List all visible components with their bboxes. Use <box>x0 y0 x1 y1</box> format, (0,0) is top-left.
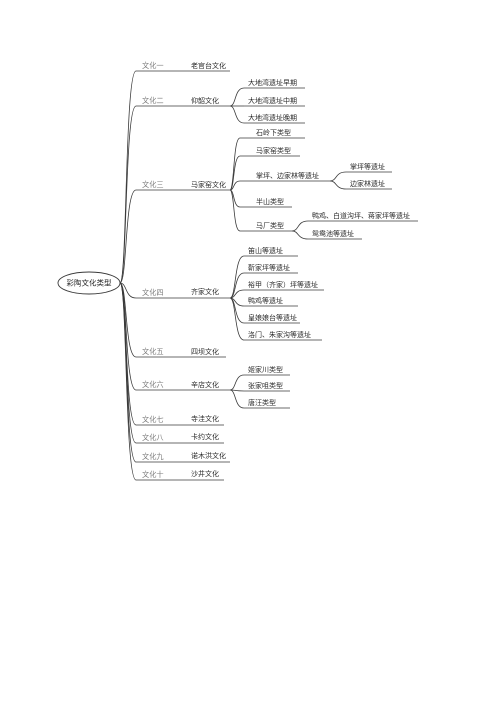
type-node[interactable]: 马家窑类型 <box>256 146 291 155</box>
branch-label-5: 文化五 <box>142 347 164 356</box>
culture-connector <box>229 297 245 324</box>
site-node[interactable]: 鸳鸯池等遗址 <box>312 229 354 238</box>
culture-connector <box>229 272 245 299</box>
type-node[interactable]: 姬家川类型 <box>248 365 283 374</box>
root-label: 彩陶文化类型 <box>67 278 112 288</box>
root-connector <box>119 282 137 481</box>
branch-label-6: 文化六 <box>142 380 164 389</box>
type-node[interactable]: 半山类型 <box>256 197 284 206</box>
culture-connector <box>229 289 245 299</box>
site-node[interactable]: 边家林遗址 <box>350 179 385 188</box>
culture-node-9[interactable]: 诺木洪文化 <box>191 451 226 460</box>
culture-connector <box>229 180 241 191</box>
site-node[interactable]: 靳家坪等遗址 <box>248 263 290 272</box>
site-node[interactable]: 洛门、朱家沟等遗址 <box>248 330 311 339</box>
type-node[interactable]: 张家咀类型 <box>248 381 283 390</box>
branch-label-3: 文化三 <box>142 180 164 189</box>
branch-label-1: 文化一 <box>142 61 164 70</box>
root-connector <box>119 70 137 284</box>
site-node[interactable]: 皇娘娘台等遗址 <box>248 313 297 322</box>
type-node[interactable]: 马厂类型 <box>256 221 284 230</box>
branch-label-4: 文化四 <box>142 288 164 297</box>
culture-connector <box>229 255 245 299</box>
root-connector <box>119 105 137 284</box>
type-connector <box>291 230 309 240</box>
type-connector <box>329 171 347 182</box>
culture-connector <box>229 137 241 191</box>
culture-node-2[interactable]: 仰韶文化 <box>191 96 219 105</box>
site-node[interactable]: 大地湾遗址中期 <box>248 96 297 105</box>
branch-label-2: 文化二 <box>142 96 164 105</box>
root-connector <box>119 282 137 463</box>
branch-label-10: 文化十 <box>142 470 164 479</box>
branch-label-7: 文化七 <box>142 415 164 424</box>
site-node[interactable]: 大地湾遗址早期 <box>248 78 297 87</box>
culture-connector <box>229 374 245 391</box>
culture-connector <box>229 389 245 409</box>
root-connector <box>119 189 137 284</box>
culture-node-8[interactable]: 卡约文化 <box>191 432 219 441</box>
site-node[interactable]: 笛山等遗址 <box>248 246 283 255</box>
site-node[interactable]: 掌坪等遗址 <box>350 162 385 171</box>
root-ellipse <box>57 271 121 295</box>
culture-node-5[interactable]: 四坝文化 <box>191 347 219 356</box>
site-node[interactable]: 大地湾遗址晚期 <box>248 113 297 122</box>
culture-connector <box>229 297 245 341</box>
culture-node-7[interactable]: 寺洼文化 <box>191 414 219 423</box>
culture-connector <box>229 87 245 107</box>
culture-node-10[interactable]: 沙井文化 <box>191 469 219 478</box>
type-connector <box>329 180 347 190</box>
type-node[interactable]: 唐汪类型 <box>248 398 276 407</box>
connector-lines <box>119 70 418 481</box>
culture-connector <box>229 155 241 191</box>
type-node[interactable]: 掌坪、边家林等遗址 <box>256 171 319 180</box>
root-node[interactable]: 彩陶文化类型 <box>57 271 121 295</box>
type-connector <box>291 220 309 232</box>
site-node[interactable]: 裕甲（齐家）坪等遗址 <box>248 280 318 289</box>
branch-label-8: 文化八 <box>142 433 164 442</box>
culture-node-4[interactable]: 齐家文化 <box>191 287 219 296</box>
site-node[interactable]: 鸭鸡、白道沟坪、蒋家坪等遗址 <box>312 211 410 220</box>
branch-label-9: 文化九 <box>142 452 164 461</box>
culture-node-6[interactable]: 辛店文化 <box>191 380 219 389</box>
culture-connector <box>229 105 245 124</box>
root-connector <box>119 282 137 299</box>
type-node[interactable]: 石岭下类型 <box>256 128 291 137</box>
culture-node-3[interactable]: 马家窑文化 <box>191 180 226 189</box>
site-node[interactable]: 鸭鸡等遗址 <box>248 296 283 305</box>
culture-node-1[interactable]: 老官台文化 <box>191 61 226 70</box>
culture-connector <box>229 189 241 232</box>
